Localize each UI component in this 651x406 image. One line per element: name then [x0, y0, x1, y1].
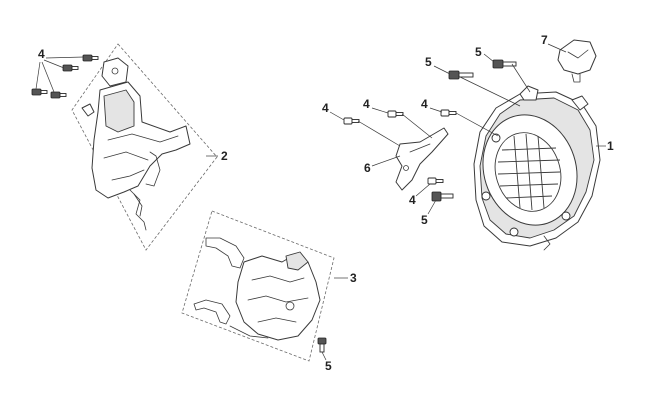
fan-grille: [494, 132, 562, 212]
part-2-group-outline: [71, 43, 218, 251]
bracket-6-body: [395, 127, 449, 191]
callout-part-2: 2: [221, 149, 228, 163]
clip-part-7: [557, 39, 597, 83]
bolt-icon: [431, 191, 454, 202]
callout-part-5: 5: [425, 55, 432, 69]
bolt-icon: [427, 177, 444, 185]
callout-part-4: 4: [363, 97, 370, 111]
bolt-icon: [62, 64, 79, 72]
bolt-icon: [31, 88, 48, 96]
callout-part-1: 1: [607, 139, 614, 153]
callout-part-3: 3: [350, 271, 357, 285]
shroud-part-2: [71, 43, 218, 251]
callout-part-4: 4: [322, 101, 329, 115]
shroud-3-body: [235, 253, 321, 341]
bolt-icon: [440, 109, 457, 117]
bolt-icon: [82, 54, 99, 62]
bolt-icon: [343, 117, 360, 125]
bolt-icon: [387, 110, 404, 118]
callout-part-5: 5: [421, 213, 428, 227]
bolt-group-4-left: [31, 54, 99, 99]
part-3-group-outline: [181, 210, 335, 362]
bolt-icon: [50, 91, 67, 99]
bolt-icon: [448, 70, 474, 80]
callout-part-5: 5: [325, 359, 332, 373]
bolt-icon: [317, 337, 327, 353]
callout-part-7: 7: [541, 33, 548, 47]
shroud-part-3: [181, 210, 335, 362]
bracket-part-6: [395, 127, 449, 191]
callout-part-5: 5: [475, 45, 482, 59]
callout-part-4: 4: [38, 47, 45, 61]
callout-part-4: 4: [421, 97, 428, 111]
fan-cover-part-1: [473, 85, 601, 251]
callout-part-4: 4: [409, 193, 416, 207]
callout-part-6: 6: [364, 161, 371, 175]
bolt-icon: [492, 59, 517, 69]
